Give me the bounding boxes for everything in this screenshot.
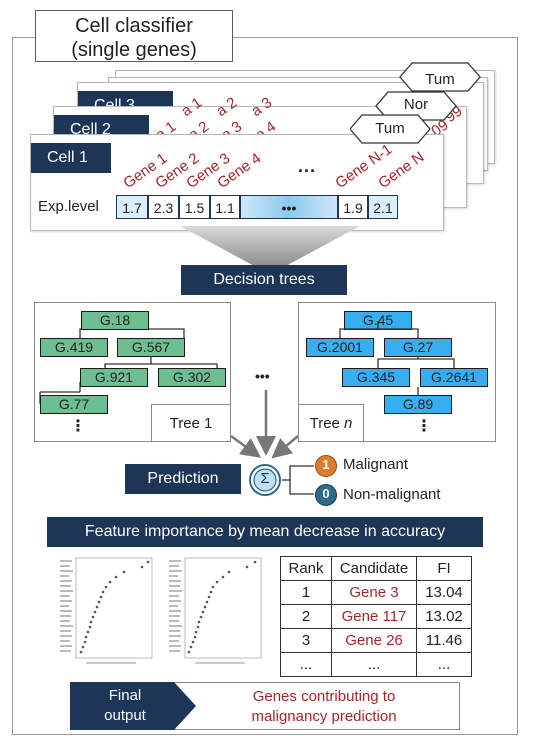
tree-n-node: G.2001 (306, 338, 374, 357)
tree-n-node: G.27 (384, 338, 452, 357)
sigma-icon (249, 464, 281, 496)
exp-label: Exp.level (38, 198, 99, 215)
exp-value: 1.7 (116, 195, 148, 219)
tree-1-node: G.419 (40, 338, 108, 357)
sigma-symbol: Σ (260, 470, 270, 487)
tree-1-node: G.18 (81, 311, 149, 330)
fi-table: Rank Candidate FI 1 Gene 3 13.04 2 Gene … (280, 556, 472, 677)
gene-ellipsis: ... (298, 156, 317, 176)
cell-3-tag: Tum (425, 71, 455, 88)
tree-1-node: G.302 (158, 368, 226, 387)
table-cell: 2 (280, 604, 332, 629)
fi-plot-1 (60, 557, 153, 664)
prediction-label: Prediction (125, 464, 241, 494)
column-header: FI (416, 556, 472, 581)
cell-2-tag: Nor (403, 96, 429, 113)
exp-value: 1.1 (210, 195, 240, 219)
table-row: 1 Gene 3 13.04 (280, 580, 472, 605)
tree-n-edges (339, 321, 455, 395)
malignant-badge: 1 (322, 457, 330, 472)
tree-n-node: G.45 (344, 311, 412, 330)
malignant-badge-icon (315, 455, 337, 477)
table-row: 2 Gene 117 13.02 (280, 604, 472, 629)
column-header: Candidate (331, 556, 417, 581)
table-cell: 1 (280, 580, 332, 605)
cell-1-header: Cell 1 (31, 143, 111, 173)
trees-ellipsis: ••• (255, 368, 270, 384)
table-cell: Gene 117 (331, 604, 417, 629)
table-cell: ... (280, 652, 332, 677)
exp-value: ••• (240, 195, 338, 219)
back-genes-cell3: a 1 a 2 a 3 (178, 94, 318, 120)
final-output-text: Genes contributing to malignancy predict… (251, 688, 397, 725)
funnel-arrow (180, 226, 360, 268)
tag-shape-cell1 (350, 114, 431, 144)
gene-labels: Gene 1 Gene 2 Gene 3 Gene 4 Gene N-1 Gen… (120, 141, 450, 192)
tree-n-label-var: n (344, 415, 353, 432)
table-row: 3 Gene 26 11.46 (280, 628, 472, 653)
non-malignant-badge: 0 (322, 486, 330, 501)
tree-1-node: G.921 (80, 368, 148, 387)
tree-1-node: G.77 (40, 395, 108, 414)
tree-1-node: G.567 (117, 338, 185, 357)
exp-values-row: 1.7 2.3 1.5 1.1 ••• 1.9 2.1 (116, 195, 398, 219)
page-title: Cell classifier (single genes) (35, 10, 233, 62)
non-malignant-badge-icon (315, 484, 337, 506)
malignant-label: Malignant (343, 456, 409, 473)
tag-shape-cell2 (375, 91, 457, 121)
table-cell: ... (331, 652, 417, 677)
final-output-label: Final output (104, 687, 146, 724)
prediction-branches (282, 465, 314, 495)
final-output-arrow (70, 682, 196, 730)
aggregation-arrows (230, 390, 299, 459)
table-cell: 3 (280, 628, 332, 653)
table-cell: 13.02 (416, 604, 472, 629)
table-header-row: Rank Candidate FI (280, 556, 472, 581)
table-cell: 13.04 (416, 580, 472, 605)
table-cell: ... (416, 652, 472, 677)
tree-n-node: G.345 (342, 368, 410, 387)
column-header: Rank (280, 556, 332, 581)
exp-value: 1.9 (338, 195, 368, 219)
cell-tags (350, 62, 481, 144)
non-malignant-label: Non-malignant (343, 486, 441, 503)
exp-value: 2.1 (368, 195, 398, 219)
cell-1-tag: Tum (375, 120, 405, 137)
tree-n-label-prefix: Tree (309, 415, 345, 432)
table-cell: Gene 3 (331, 580, 417, 605)
tree-n-more: ⋮ (416, 418, 432, 435)
table-cell: 11.46 (416, 628, 472, 653)
table-cell: Gene 26 (331, 628, 417, 653)
decision-trees-header: Decision trees (181, 265, 347, 295)
tree-1-label: Tree 1 (151, 404, 231, 442)
tree-n-label: Tree n (298, 404, 364, 442)
tag-shape-cell3 (399, 62, 481, 92)
tree-n-node: G.89 (384, 395, 452, 414)
table-row: ... ... ... (280, 652, 472, 677)
tree-n-node: G.2641 (420, 368, 488, 387)
feature-importance-header: Feature importance by mean decrease in a… (47, 517, 483, 547)
exp-value: 1.5 (179, 195, 210, 219)
tree-1-more: ⋮ (70, 418, 86, 435)
fi-plot-2 (169, 557, 262, 664)
exp-value: 2.3 (148, 195, 179, 219)
